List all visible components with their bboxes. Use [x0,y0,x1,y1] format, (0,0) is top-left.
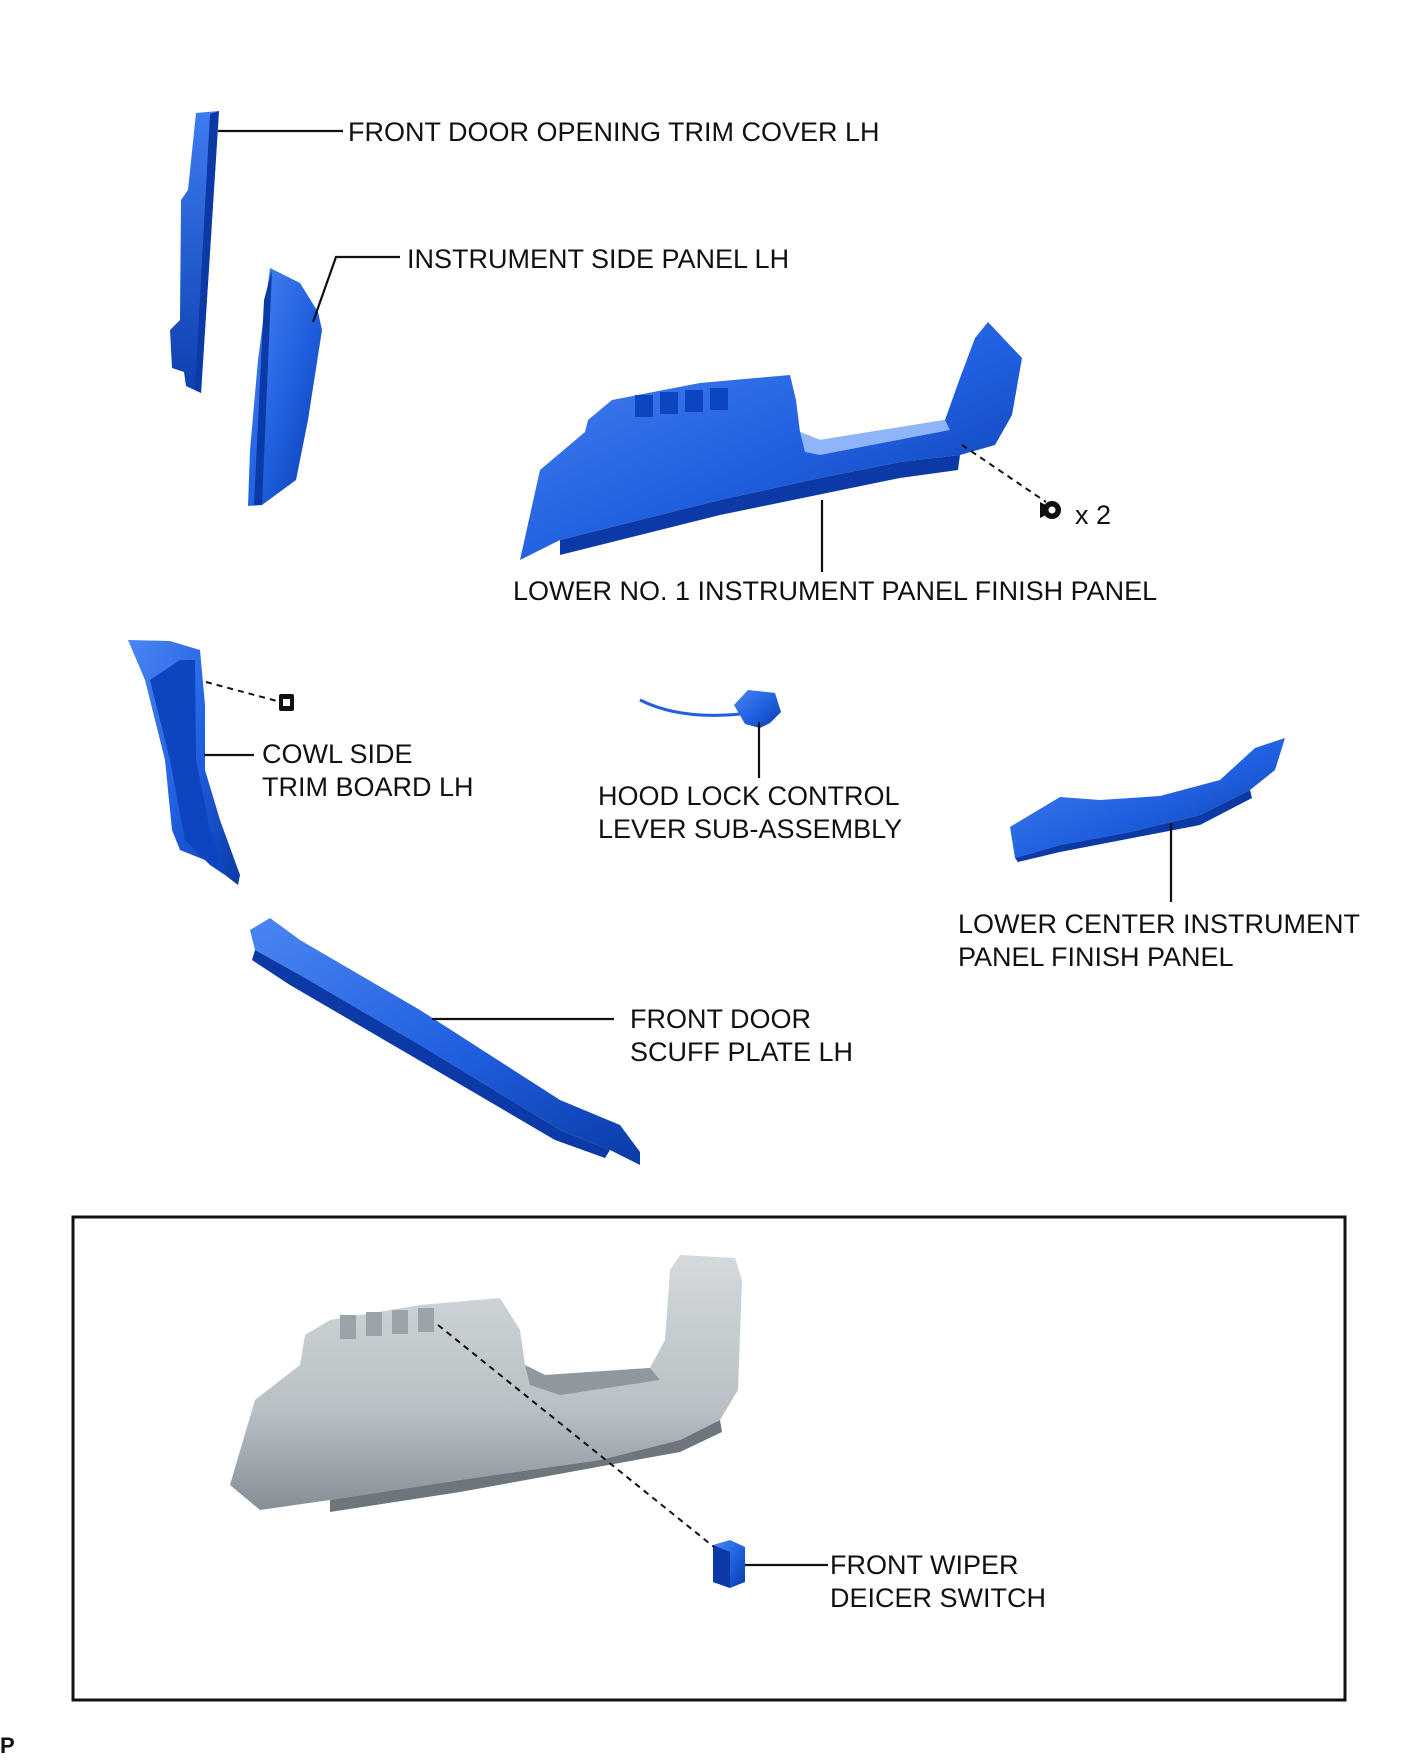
label-lower-no1-panel: LOWER NO. 1 INSTRUMENT PANEL FINISH PANE… [513,576,1157,606]
label-front-door-opening-trim-cover: FRONT DOOR OPENING TRIM COVER LH [348,117,880,147]
label-wiper-line1: FRONT WIPER [830,1550,1019,1580]
hood-lock-control-lever-part [639,690,781,728]
lower-no1-instrument-panel-finish-panel-part [520,322,1022,560]
front-door-opening-trim-cover-part [170,111,219,393]
label-lower-center-line1: LOWER CENTER INSTRUMENT [958,909,1360,939]
dash-switch-to-panel [437,1324,715,1548]
dash-clip-to-cowl [205,681,278,702]
label-hood-lock-line1: HOOD LOCK CONTROL [598,781,900,811]
label-wiper-line2: DEICER SWITCH [830,1583,1046,1613]
label-hood-lock-line2: LEVER SUB-ASSEMBLY [598,814,902,844]
label-lower-center-line2: PANEL FINISH PANEL [958,942,1234,972]
leader-instrument-side-panel [311,255,400,323]
label-cowl-side-line1: COWL SIDE [262,739,413,769]
inset-frame [71,1215,1347,1702]
label-scuff-line1: FRONT DOOR [630,1004,811,1034]
instrument-side-panel-part [248,268,322,506]
front-door-scuff-plate-part [250,918,640,1165]
corner-mark: P [0,1733,15,1758]
cowl-side-trim-board-part [128,640,240,885]
dash-screw-to-panel [961,444,1047,503]
lower-center-instrument-panel-finish-panel-part [1010,738,1285,862]
lower-no1-panel-inset-part [230,1255,742,1512]
clip-nut-icon [279,694,294,711]
screw-icon [1040,501,1061,519]
label-screw-qty: x 2 [1075,500,1111,530]
label-scuff-line2: SCUFF PLATE LH [630,1037,853,1067]
label-cowl-side-line2: TRIM BOARD LH [262,772,474,802]
front-wiper-deicer-switch-part [713,1540,745,1588]
label-instrument-side-panel: INSTRUMENT SIDE PANEL LH [407,244,789,274]
